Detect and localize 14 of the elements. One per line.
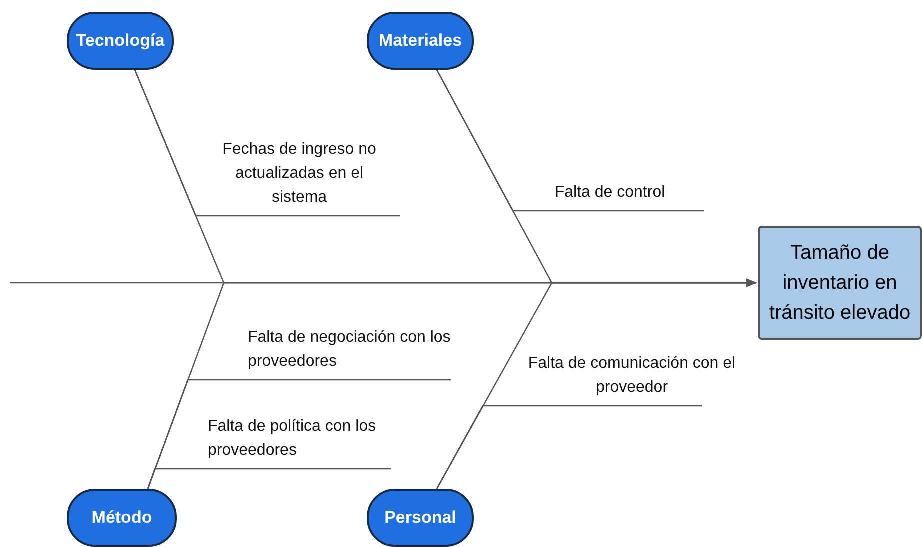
cause-text: Falta de negociación con los proveedores xyxy=(190,312,451,380)
cause-text: Falta de comunicación con el proveedor xyxy=(521,342,743,406)
cause-line xyxy=(436,405,702,490)
cause-line xyxy=(134,70,400,217)
cause-line xyxy=(147,468,391,490)
cause-text: Falta de control xyxy=(516,150,704,211)
category-bubble: Método xyxy=(67,489,177,547)
category-bubble: Materiales xyxy=(367,12,474,70)
category-bubble: Personal xyxy=(367,489,474,547)
cause-text: Fechas de ingreso no actualizadas en el sistema xyxy=(199,134,400,216)
category-bubble: Tecnología xyxy=(67,12,174,70)
cause-line xyxy=(436,70,704,212)
cause-text: Falta de política con los proveedores xyxy=(157,400,391,469)
effect-box: Tamaño de inventario en tránsito elevado xyxy=(758,226,922,340)
